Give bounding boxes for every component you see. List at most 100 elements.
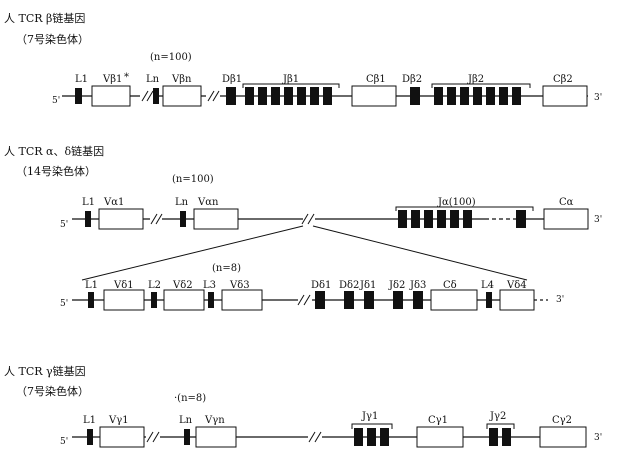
label-alpha-Vn: Vαn	[197, 197, 219, 208]
alpha-Vn-segment	[193, 208, 239, 230]
delta-break-marks	[297, 294, 311, 306]
alpha-break-marks	[150, 213, 315, 225]
label-delta-Vd4: Vδ4	[506, 280, 527, 291]
gamma-five-prime: 5'	[60, 437, 68, 447]
gamma-J2-bracket	[486, 423, 515, 429]
gamma-three-prime: 3'	[594, 433, 602, 443]
delta-Cd-segment	[430, 289, 478, 311]
beta-Vn-segment	[162, 85, 202, 107]
alpha-C-segment	[543, 208, 589, 230]
tcr-alpha-delta-section: 人 TCR α、δ链基因 （14号染色体） (n=100) L1 Vα1 Ln …	[4, 144, 602, 311]
beta-J1-cluster	[245, 87, 332, 105]
label-gamma-J2: Jγ2	[489, 411, 506, 422]
tcr-delta-count: (n=8)	[212, 263, 241, 274]
alpha-five-prime: 5'	[60, 220, 68, 230]
delta-five-prime: 5'	[60, 299, 68, 309]
label-delta-Vd2: Vδ2	[172, 280, 193, 291]
gamma-Ln-exon	[184, 429, 190, 445]
beta-V1-segment	[91, 85, 131, 107]
beta-D1-segment	[226, 87, 236, 105]
gamma-J2-cluster	[489, 428, 511, 446]
delta-Jd3-segment	[413, 291, 423, 309]
beta-L1-exon	[75, 88, 82, 104]
tcr-gamma-section: 人 TCR γ链基因 （7号染色体） ·(n=8) L1 Vγ1 Ln Vγn …	[4, 364, 602, 448]
gamma-J1-bracket	[351, 423, 393, 429]
beta-J2-cluster	[434, 87, 521, 105]
gamma-L1-exon	[87, 429, 93, 445]
tcr-alpha-delta-chromosome: （14号染色体）	[16, 164, 96, 178]
tcr-beta-section: 人 TCR β链基因 （7号染色体） (n=100) L1 Vβ1 * Ln V…	[4, 11, 602, 107]
delta-Dd1-segment	[315, 291, 325, 309]
beta-D2-segment	[410, 87, 420, 105]
tcr-alpha-count: (n=100)	[172, 174, 214, 185]
label-gamma-C1: Cγ1	[428, 415, 448, 426]
alpha-V1-segment	[98, 208, 144, 230]
beta-J2-bracket	[431, 83, 531, 88]
tcr-gamma-chromosome: （7号染色体）	[16, 384, 89, 398]
beta-C2-segment	[542, 85, 588, 107]
label-alpha-C: Cα	[559, 197, 574, 208]
label-delta-Vd1: Vδ1	[113, 280, 134, 291]
gamma-Vn-segment	[195, 426, 237, 448]
alpha-three-prime: 3'	[594, 215, 602, 225]
label-alpha-V1: Vα1	[103, 197, 124, 208]
gamma-V1-segment	[99, 426, 145, 448]
label-beta-Ln: Ln	[146, 74, 160, 85]
label-delta-Jd2: Jδ2	[388, 280, 405, 291]
tcr-beta-count: (n=100)	[150, 52, 192, 63]
gamma-break-marks	[146, 431, 322, 443]
delta-Jd1-segment	[364, 291, 374, 309]
label-delta-Jd1: Jδ1	[359, 280, 376, 291]
label-beta-D2: Dβ2	[402, 74, 422, 85]
alpha-L1-exon	[85, 211, 91, 227]
label-beta-C1: Cβ1	[366, 74, 386, 85]
label-delta-Dd2: Dδ2	[339, 280, 359, 291]
alpha-Ln-exon	[180, 211, 186, 227]
beta-J1-bracket	[242, 83, 340, 88]
label-delta-Cd: Cδ	[443, 280, 457, 291]
label-delta-L4: L4	[481, 280, 494, 291]
label-delta-L2: L2	[148, 280, 161, 291]
tcr-alpha-delta-title: 人 TCR α、δ链基因	[4, 144, 104, 158]
tcr-gamma-count: ·(n=8)	[174, 393, 206, 404]
delta-Jd2-segment	[393, 291, 403, 309]
delta-Vd3-segment	[221, 289, 263, 311]
beta-C1-segment	[351, 85, 397, 107]
label-beta-L1: L1	[75, 74, 88, 85]
delta-L1-exon	[88, 292, 94, 308]
delta-three-prime: 3'	[556, 295, 564, 305]
label-beta-V1: Vβ1	[102, 74, 122, 85]
beta-three-prime: 3'	[594, 93, 602, 103]
label-beta-Vn: Vβn	[171, 74, 192, 85]
delta-expansion-left	[81, 225, 304, 281]
label-gamma-V1: Vγ1	[108, 415, 129, 426]
tcr-beta-title: 人 TCR β链基因	[4, 11, 85, 25]
beta-five-prime: 5'	[52, 96, 60, 106]
alpha-J-bracket	[395, 206, 534, 211]
label-delta-Dd1: Dδ1	[311, 280, 331, 291]
label-gamma-Ln: Ln	[179, 415, 193, 426]
gamma-C2-segment	[539, 426, 587, 448]
delta-expansion-right	[312, 225, 528, 281]
label-delta-L1: L1	[85, 280, 98, 291]
tcr-beta-chromosome: （7号染色体）	[16, 32, 89, 46]
label-beta-D1: Dβ1	[222, 74, 242, 85]
delta-Vd2-segment	[163, 289, 205, 311]
label-alpha-Ln: Ln	[175, 197, 189, 208]
label-beta-J2: Jβ2	[467, 74, 484, 85]
label-delta-Jd3: Jδ3	[409, 280, 426, 291]
delta-L3-exon	[208, 292, 214, 308]
delta-Vd4-segment	[499, 289, 535, 311]
gamma-C1-segment	[416, 426, 464, 448]
delta-Dd2-segment	[344, 291, 354, 309]
label-beta-C2: Cβ2	[553, 74, 573, 85]
delta-Vd1-segment	[103, 289, 145, 311]
label-beta-V1-mark: *	[124, 72, 129, 83]
label-gamma-C2: Cγ2	[552, 415, 572, 426]
tcr-gamma-title: 人 TCR γ链基因	[4, 364, 86, 378]
gamma-J1-cluster	[354, 428, 389, 446]
label-gamma-J1: Jγ1	[361, 411, 378, 422]
alpha-J-cluster	[398, 210, 526, 228]
label-beta-J1: Jβ1	[282, 74, 299, 85]
